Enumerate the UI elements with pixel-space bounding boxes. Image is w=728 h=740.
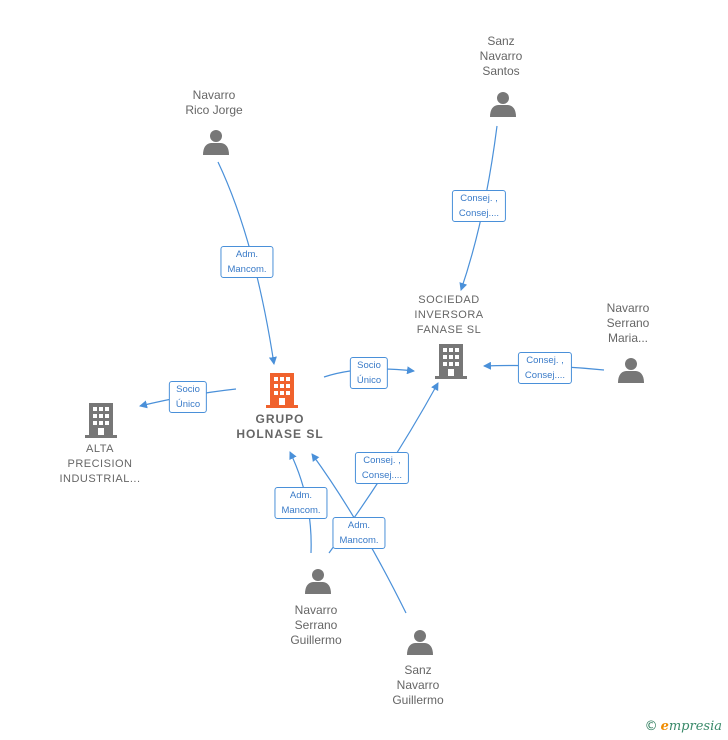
edge-label-line: Consej. , [460,193,498,204]
node-label-line: INDUSTRIAL... [59,473,141,485]
edge-label-consej-guillermo[interactable]: Consej. , Consej.... [354,452,410,484]
node-label-line: Navarro [192,88,236,102]
node-label-line: Rico Jorge [185,103,243,117]
node-label-line: Santos [482,64,520,78]
node-label-line: Maria... [607,331,649,345]
node-label-line: SOCIEDAD [418,294,480,306]
edge-label-line: Consej. , [363,455,401,466]
edge-label-socio-unico[interactable]: Socio Único [349,357,389,389]
copyright-icon: © [644,719,658,734]
node-label-line: Sanz [404,663,432,677]
building-icon [435,344,467,379]
company-alta-precision[interactable]: ALTA PRECISION INDUSTRIAL... [59,442,140,487]
person-navarro-serrano-maria[interactable]: Navarro Serrano Maria... [607,301,650,346]
node-label-line: Sanz [487,34,515,48]
person-navarro-serrano-guillermo[interactable]: Navarro Serrano Guillermo [290,603,341,648]
edge-label-socio-unico-alta[interactable]: Socio Único [168,381,208,413]
node-label-line: FANASE SL [416,324,482,336]
person-sanz-navarro-santos[interactable]: Sanz Navarro Santos [480,34,523,79]
node-label-line: HOLNASE SL [236,427,324,441]
node-label-line: GRUPO [255,412,305,426]
node-label-line: Navarro [479,49,523,63]
node-label-line: INVERSORA [414,309,484,321]
edge-label-line: Único [175,399,201,410]
brand-logo-initial: e [660,719,669,734]
node-label-line: Guillermo [290,633,342,647]
edge-label-line: Adm. [235,249,259,260]
building-icon [85,403,117,438]
node-label-line: Navarro [606,301,650,315]
edge-label-line: Socio [357,360,381,371]
edge-label-line: Mancom. [281,505,321,516]
node-label-line: Navarro [396,678,440,692]
edge-label-line: Adm. [289,490,313,501]
person-icon [203,130,229,155]
edge-label-line: Mancom. [227,264,267,275]
edge-label-line: Adm. [347,520,371,531]
edge-label-line: Único [356,375,382,386]
main-building-icon [266,373,298,408]
edge-label-consej[interactable]: Consej. , Consej.... [451,190,507,222]
edge-label-line: Consej.... [458,208,500,219]
node-label-line: PRECISION [67,458,133,470]
edge-label-adm-mancom-sanz[interactable]: Adm. Mancom. [332,517,386,549]
node-label-line: ALTA [86,443,114,455]
node-label-line: Guillermo [392,693,444,707]
brand-logo-text: mpresia [668,719,722,734]
edge-label-adm-mancom-guillermo[interactable]: Adm. Mancom. [274,487,328,519]
brand-footer[interactable]: ©empresia [645,719,722,734]
edge-label-line: Mancom. [339,535,379,546]
node-label-line: Serrano [294,618,338,632]
person-sanz-navarro-guillermo[interactable]: Sanz Navarro Guillermo [392,663,443,708]
edge-label-line: Consej.... [361,470,403,481]
edge-label-line: Consej.... [524,370,566,381]
edge-label-adm-mancom[interactable]: Adm. Mancom. [220,246,274,278]
person-icon [490,92,516,117]
person-navarro-rico-jorge[interactable]: Navarro Rico Jorge [185,88,242,118]
person-icon [618,358,644,383]
edge-label-line: Socio [176,384,200,395]
node-label-line: Navarro [294,603,338,617]
person-icon [305,569,331,594]
company-sociedad-inversora[interactable]: SOCIEDAD INVERSORA FANASE SL [414,293,483,338]
node-label-line: Serrano [606,316,650,330]
edge-label-consej-maria[interactable]: Consej. , Consej.... [517,352,573,384]
edge-label-line: Consej. , [526,355,564,366]
person-icon [407,630,433,655]
company-grupo-holnase[interactable]: GRUPO HOLNASE SL [236,412,323,442]
